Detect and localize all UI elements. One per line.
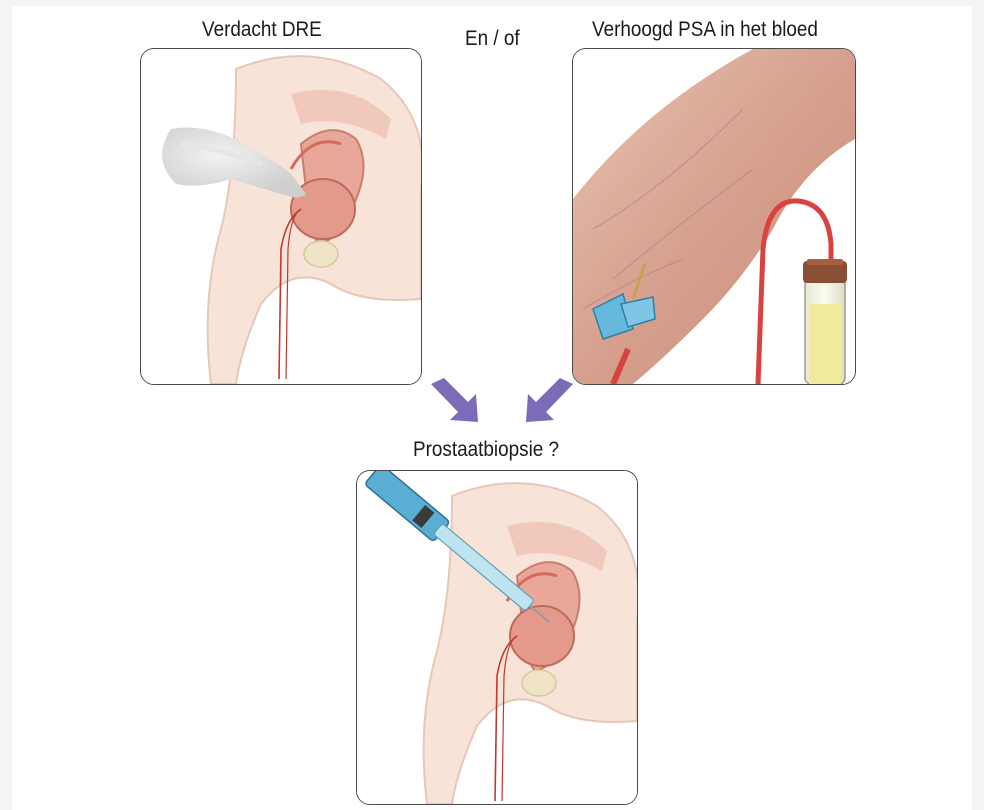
down-right-arrow-icon [426,376,486,426]
blood-draw-drawing [573,49,855,384]
psa-label: Verhoogd PSA in het bloed [592,18,818,42]
connector-label: En / of [465,27,520,51]
down-left-arrow-icon [518,376,578,426]
biopsy-drawing [357,471,637,804]
diagram-sheet: Verdacht DRE En / of Verhoogd PSA in het… [12,6,972,810]
biopsy-illustration [356,470,638,805]
psa-illustration [572,48,856,385]
dre-illustration [140,48,422,385]
collection-tube [803,259,847,384]
dre-anatomy-drawing [141,49,421,384]
biopsy-label: Prostaatbiopsie ? [413,438,559,462]
pubic-bone [304,241,338,267]
pubic-bone [522,670,556,696]
dre-label: Verdacht DRE [202,18,322,42]
